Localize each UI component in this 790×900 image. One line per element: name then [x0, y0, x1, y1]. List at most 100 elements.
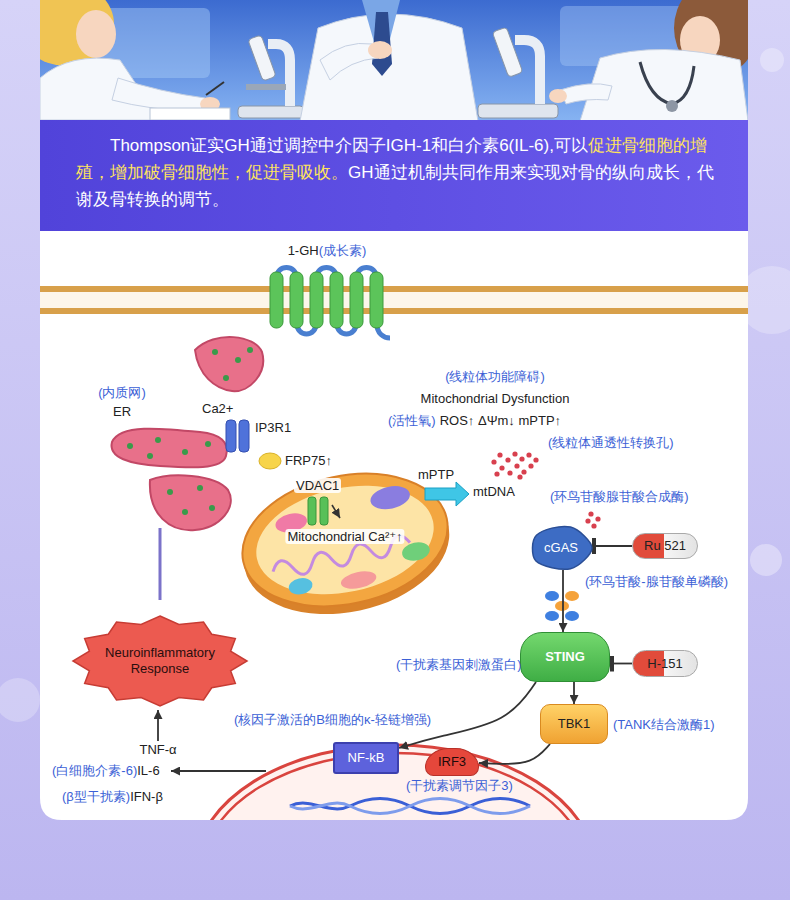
response-burst: Neuroinflammatory Response: [73, 616, 247, 706]
transcription-factor-box: NF-kB(核因子激活的B细胞的κ-轻链增强): [333, 742, 399, 774]
label-row: VDAC1: [294, 479, 341, 494]
mitochondrion: [339, 568, 378, 591]
label-row: IP3R1: [253, 421, 293, 436]
burst-outline: [73, 616, 247, 706]
vdac1-channel: [332, 505, 340, 518]
blob-outline: [532, 526, 592, 569]
node-label: Ru 521: [644, 538, 686, 554]
cgamp-molecule: [545, 591, 559, 601]
endoplasmic-reticulum: [112, 337, 264, 600]
label-row: TNF-α: [139, 743, 176, 758]
label-row: mtDNA: [473, 485, 515, 500]
lab-scene: [18, 0, 758, 121]
activation-arrow: [573, 682, 575, 704]
text-label: Ca2+: [200, 401, 235, 416]
vdac1-channel: [320, 497, 328, 525]
inhibitor-pill: Ru 521: [632, 533, 698, 559]
mtdna-dots: [505, 457, 510, 462]
bound-dna-dots: [585, 511, 600, 528]
node-annotation: (环鸟苷酸腺苷酸合成酶): [550, 490, 689, 505]
node-label: TBK1: [558, 716, 591, 732]
text-label: Mitochondrial Ca²⁺↑: [285, 529, 404, 544]
text-label: (内质网): [98, 385, 146, 400]
endoplasmic-reticulum: [209, 505, 215, 511]
background-bubble: [760, 48, 784, 72]
frp75-protein: [259, 453, 281, 469]
gh-receptor: [270, 272, 283, 328]
node-annotation: (干扰素调节因子3): [404, 779, 515, 794]
lab-scene: [368, 41, 392, 59]
ip3r1-channel: [239, 420, 249, 452]
label-row: (线粒体通透性转换孔): [548, 436, 674, 451]
mtdna-dots: [521, 469, 526, 474]
mtdna-dots: [512, 451, 517, 456]
cell-membrane: [40, 286, 748, 314]
label-row: 1-GH(成长素): [288, 244, 367, 259]
lab-scene: [112, 78, 205, 112]
gh-receptor: [270, 268, 390, 339]
endoplasmic-reticulum: [112, 429, 227, 468]
node-label: STING: [545, 649, 585, 665]
lab-scene: [478, 104, 558, 118]
text-label: IFN-β: [130, 789, 163, 804]
lab-scene: [150, 108, 230, 120]
ip3r1-channel: [226, 420, 249, 452]
label-row: (内质网): [98, 386, 146, 401]
signal-arrow: [157, 710, 159, 741]
label-row: (线粒体功能障碍): [445, 370, 545, 385]
background-bubble: [750, 544, 782, 576]
mtdna-dots: [507, 470, 512, 475]
label-row: Mitochondrial Dysfunction: [421, 392, 570, 407]
diagram-panel: [40, 231, 748, 831]
endoplasmic-reticulum: [197, 485, 203, 491]
ip3r1-channel: [226, 420, 236, 452]
cell-membrane: [40, 286, 748, 292]
endoplasmic-reticulum: [182, 449, 188, 455]
lab-scene-ground: [40, 0, 748, 121]
inhibition-line: [592, 545, 632, 547]
bound-dna-dots: [588, 511, 593, 516]
mitochondrion: [246, 470, 444, 609]
inhibition-line: [610, 663, 632, 665]
mitochondrion: [368, 483, 412, 513]
lab-scene: [206, 82, 224, 95]
node-annotation: (核因子激活的B细胞的κ-轻链增强): [234, 713, 431, 728]
node-annotation: (干扰素基因刺激蛋白): [396, 658, 522, 673]
text-label: Mitochondrial Dysfunction: [421, 391, 570, 406]
endoplasmic-reticulum: [205, 441, 211, 447]
endoplasmic-reticulum: [235, 357, 241, 363]
background-bubble: [0, 678, 40, 722]
node-label: H-151: [647, 656, 682, 672]
label-row: (环鸟苷酸-腺苷酸单磷酸): [585, 575, 728, 590]
label-row: Ca2+: [200, 402, 235, 417]
mitochondrion: [400, 540, 431, 563]
text-label: ER: [113, 404, 131, 419]
gh-receptor: [330, 272, 343, 328]
kinase-box: TBK1(TANK结合激酶1): [540, 704, 608, 744]
node-label: cGAS: [544, 540, 578, 556]
endoplasmic-reticulum: [167, 489, 173, 495]
label-row: Mitochondrial Ca²⁺↑: [285, 530, 404, 545]
cell-membrane: [40, 308, 748, 314]
mtdna-dots: [514, 463, 519, 468]
mtdna-dots: [517, 474, 522, 479]
cgamp-molecule: [565, 611, 579, 621]
text-label: mtDNA: [473, 484, 515, 499]
intro-paragraph: Thompson证实GH通过调控中介因子IGH-1和白介素6(IL-6),可以促…: [76, 132, 720, 213]
endoplasmic-reticulum: [182, 509, 188, 515]
gh-receptor: [370, 272, 383, 328]
lab-scene: [492, 27, 523, 77]
gh-receptor: [350, 272, 363, 328]
mtdna-dots: [491, 451, 538, 479]
transcription-factor-dome: IRF3(干扰素调节因子3): [425, 748, 479, 776]
mtdna-dots: [526, 452, 531, 457]
mtdna-dots: [497, 452, 502, 457]
label-row: mPTP: [416, 468, 456, 483]
paragraph-text: Thompson证实GH通过调控中介因子IGH-1和白介素6(IL-6),可以: [110, 136, 588, 155]
text-label: IL-6: [137, 763, 159, 778]
lab-scene: [238, 106, 304, 118]
bound-dna-dots: [585, 518, 590, 523]
label-row: FRP75↑: [283, 454, 334, 469]
label-row: (白细胞介素-6)IL-6: [52, 764, 160, 779]
